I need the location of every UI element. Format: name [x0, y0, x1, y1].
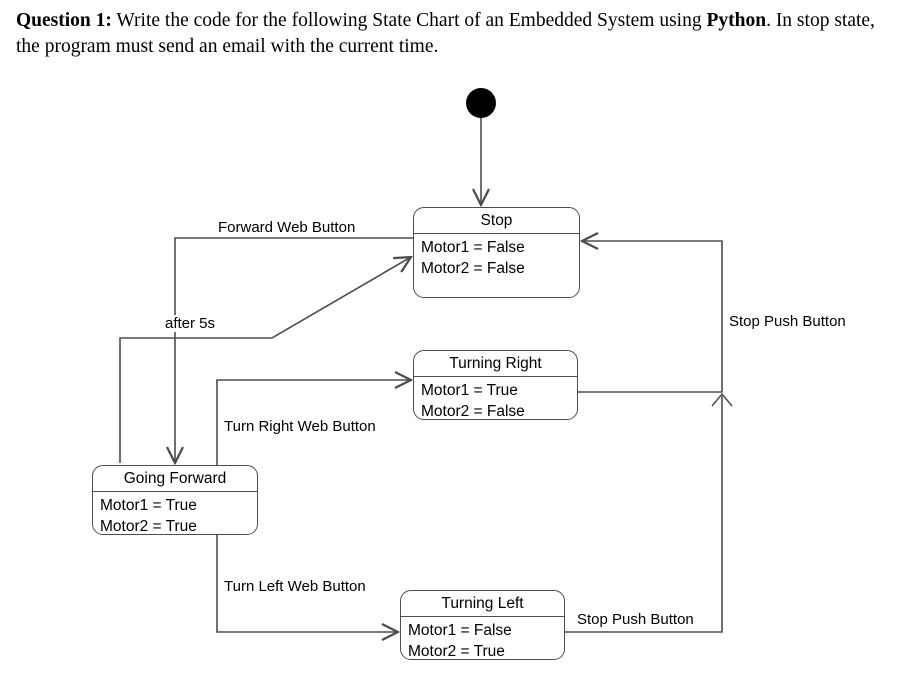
edge-label-turn-left-web-button: Turn Left Web Button [221, 578, 369, 595]
state-going-forward-body: Motor1 = True Motor2 = True [93, 492, 257, 535]
edge-label-stop-push-button-right: Stop Push Button [726, 313, 849, 330]
edge-label-after-5s: after 5s [162, 315, 219, 332]
state-turning-left-title: Turning Left [401, 591, 564, 617]
state-turning-left-body: Motor1 = False Motor2 = True [401, 617, 564, 660]
state-turning-left-line-1: Motor1 = False [408, 622, 512, 639]
state-stop-line-1: Motor1 = False [421, 239, 525, 256]
edge-label-turn-right-web-button: Turn Right Web Button [221, 418, 379, 435]
question-label: Question 1: [16, 10, 112, 31]
edge-going-forward-to-stop-after-5s [119, 257, 411, 463]
state-turning-right-line-1: Motor1 = True [421, 382, 518, 399]
state-stop-title: Stop [414, 208, 579, 234]
state-turning-right-body: Motor1 = True Motor2 = False [414, 377, 577, 420]
state-turning-right-title: Turning Right [414, 351, 577, 377]
state-turning-right-line-2: Motor2 = False [421, 403, 525, 420]
edge-label-stop-push-button-bottom: Stop Push Button [574, 611, 697, 628]
state-going-forward-line-1: Motor1 = True [100, 497, 197, 514]
arrowhead-right-rail-up [711, 392, 733, 407]
edge-going-forward-to-turning-left [216, 535, 398, 632]
state-stop-line-2: Motor2 = False [421, 260, 525, 277]
state-going-forward-title: Going Forward [93, 466, 257, 492]
edge-going-forward-to-turning-right [216, 380, 411, 465]
state-going-forward-line-2: Motor2 = True [100, 518, 197, 535]
question-text-part1: Write the code for the following State C… [111, 10, 707, 31]
state-turning-left-line-2: Motor2 = True [408, 643, 505, 660]
question-header: Question 1: Write the code for the follo… [16, 8, 888, 60]
initial-state-node [466, 88, 496, 118]
question-text-part2: . In stop state, the program must send a… [16, 10, 875, 57]
edge-label-forward-web-button: Forward Web Button [215, 219, 359, 236]
state-turning-right[interactable]: Turning Right Motor1 = True Motor2 = Fal… [413, 350, 578, 420]
edge-stop-to-going-forward [175, 237, 413, 463]
state-turning-left[interactable]: Turning Left Motor1 = False Motor2 = Tru… [400, 590, 565, 660]
edge-turning-right-to-stop [578, 241, 723, 393]
state-stop-body: Motor1 = False Motor2 = False [414, 234, 579, 282]
state-stop[interactable]: Stop Motor1 = False Motor2 = False [413, 207, 580, 298]
question-language: Python [706, 10, 767, 31]
edge-turning-left-to-stop [565, 396, 723, 633]
state-going-forward[interactable]: Going Forward Motor1 = True Motor2 = Tru… [92, 465, 258, 535]
